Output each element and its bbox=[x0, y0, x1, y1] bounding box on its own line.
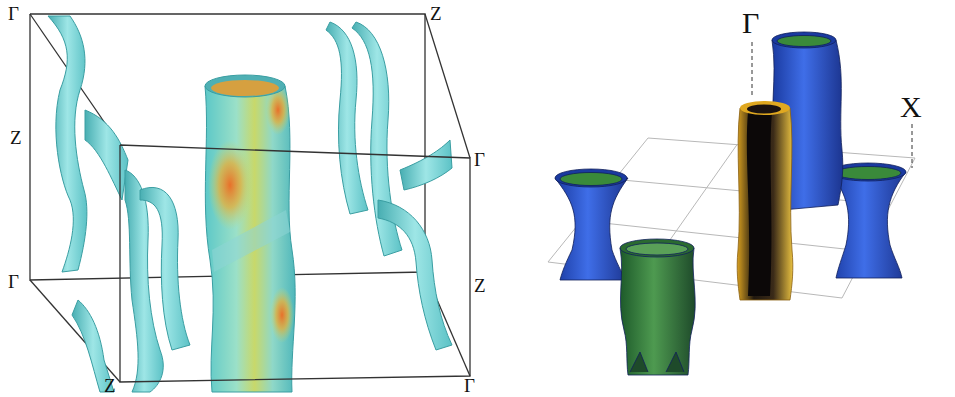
axis-label: Z bbox=[104, 376, 116, 395]
axis-label: Z bbox=[474, 276, 486, 295]
axis-label: Γ bbox=[8, 272, 19, 291]
axis-label: Γ bbox=[742, 8, 759, 38]
axis-label: Z bbox=[430, 4, 442, 23]
axis-label: Γ bbox=[474, 150, 485, 169]
axis-label: Γ bbox=[464, 376, 475, 395]
axis-label: Γ bbox=[8, 4, 19, 23]
axis-label: Z bbox=[10, 128, 22, 147]
axis-label: X bbox=[900, 92, 922, 122]
